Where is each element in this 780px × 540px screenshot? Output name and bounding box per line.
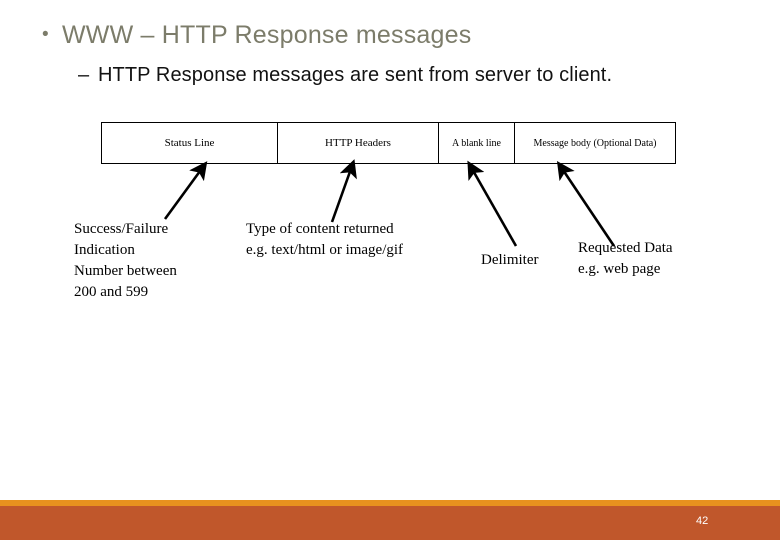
- table-cell-http-headers: HTTP Headers: [278, 123, 439, 163]
- callout-http-headers: Type of content returned e.g. text/html …: [246, 221, 404, 258]
- dash-marker-icon: –: [78, 64, 90, 86]
- arrow-message-body: [556, 160, 616, 247]
- sub-bullet: – HTTP Response messages are sent from s…: [78, 62, 612, 88]
- title-bullet: • WWW – HTTP Response messages: [42, 20, 471, 50]
- footer-accent-stripe: [0, 500, 780, 506]
- http-response-format-table: Status Line HTTP Headers A blank line Me…: [101, 122, 676, 164]
- table-cell-blank-line: A blank line: [439, 123, 515, 163]
- arrow-status-line: [163, 161, 208, 220]
- bullet-marker-icon: •: [42, 24, 49, 45]
- sub-bullet-label: HTTP Response messages are sent from ser…: [98, 64, 613, 86]
- arrow-http-headers: [330, 159, 357, 223]
- page-title: WWW – HTTP Response messages: [62, 21, 472, 49]
- table-cell-message-body: Message body (Optional Data): [533, 137, 657, 149]
- callout-delimiter: Delimiter: [481, 252, 539, 268]
- page-number: 42: [696, 515, 709, 527]
- callout-message-body: Requested Data e.g. web page: [578, 240, 673, 277]
- footer-bar: [0, 506, 780, 540]
- callout-status-line: Success/Failure Indication Number betwee…: [74, 221, 177, 300]
- table-cell-status-line: Status Line: [102, 123, 278, 163]
- arrow-blank-line: [467, 160, 518, 247]
